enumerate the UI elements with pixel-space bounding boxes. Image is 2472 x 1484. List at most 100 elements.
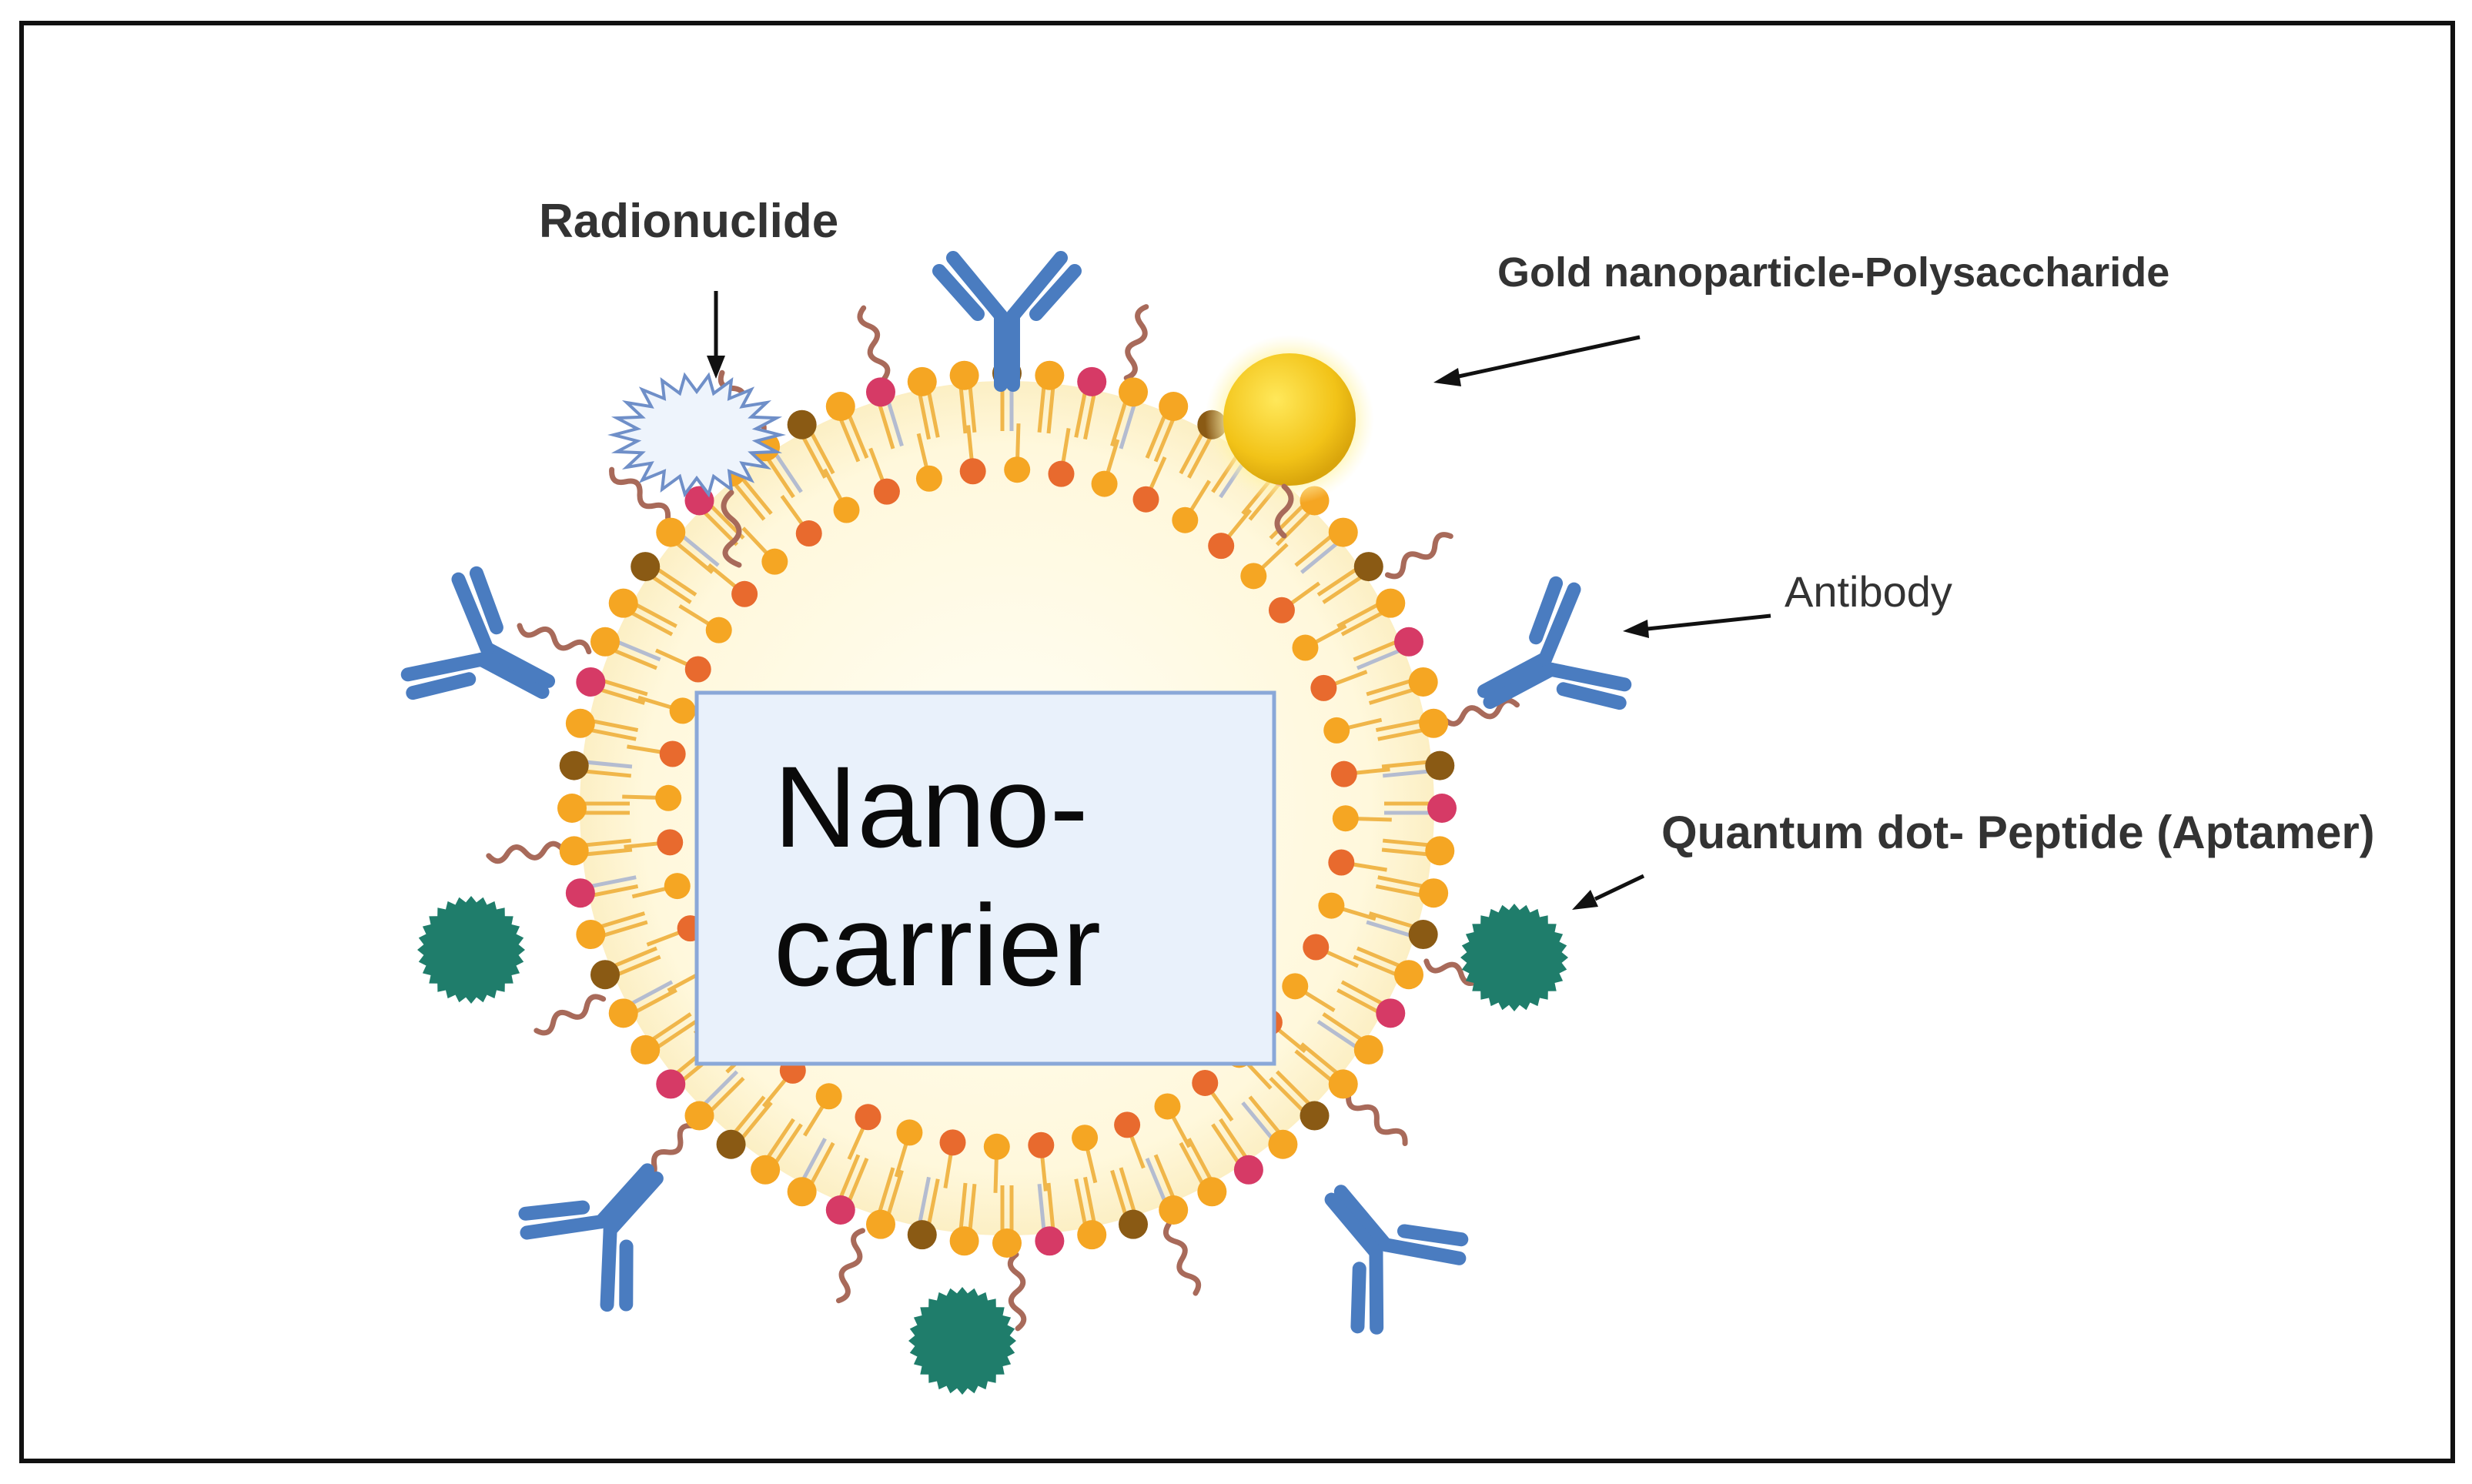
label-antibody: Antibody bbox=[1785, 567, 1952, 616]
quantum-dot-icon bbox=[1460, 904, 1568, 1011]
peptide-chain-icon bbox=[835, 1228, 865, 1304]
quantum-dots bbox=[417, 896, 1568, 1395]
lipid-head bbox=[1077, 366, 1107, 396]
lipid-head bbox=[1408, 667, 1438, 697]
lipid-head bbox=[576, 667, 606, 697]
lipid-head bbox=[907, 1220, 937, 1250]
antibody-stem bbox=[594, 1163, 654, 1229]
lipid-head bbox=[865, 377, 895, 407]
antibody-arm bbox=[1529, 576, 1564, 645]
antibody-arm bbox=[1544, 662, 1632, 692]
antibody-stem bbox=[1477, 651, 1553, 698]
antibody-icon bbox=[518, 1163, 664, 1312]
lipid-head bbox=[1240, 563, 1267, 590]
arrow-gold bbox=[1433, 335, 1641, 386]
arrow-quantum-dot bbox=[1572, 874, 1645, 910]
lipid-head bbox=[833, 496, 860, 523]
lipid-head bbox=[1197, 1177, 1227, 1207]
lipid-head bbox=[983, 1133, 1010, 1160]
lipid-head bbox=[656, 1069, 686, 1099]
lipid-head bbox=[1091, 470, 1118, 497]
lipid-head bbox=[1408, 920, 1438, 950]
lipid-head bbox=[1328, 517, 1358, 547]
lipid-head bbox=[1425, 836, 1455, 866]
lipid-head bbox=[559, 836, 589, 866]
lipid-head bbox=[1376, 998, 1406, 1028]
lipid-head bbox=[731, 580, 758, 607]
lipid-head bbox=[992, 1228, 1022, 1258]
lipid-head bbox=[815, 1083, 842, 1110]
lipid-head bbox=[608, 998, 638, 1028]
antibody-arm bbox=[451, 572, 494, 656]
lipid-head bbox=[873, 478, 900, 505]
lipid-head bbox=[1303, 934, 1330, 961]
lipid-head bbox=[1268, 597, 1295, 623]
antibody-stem bbox=[1333, 1185, 1393, 1252]
lipid-head bbox=[716, 1129, 746, 1159]
lipid-head bbox=[896, 1119, 923, 1146]
peptide-chain-icon bbox=[1384, 532, 1453, 580]
peptide-chain-icon bbox=[517, 623, 592, 655]
lipid-head bbox=[1323, 717, 1350, 744]
peptide-chain-icon bbox=[1162, 1222, 1202, 1296]
lipid-head bbox=[1328, 1069, 1358, 1099]
lipid-head bbox=[631, 1034, 661, 1065]
antibody-stem bbox=[1483, 662, 1558, 710]
antibody-arm bbox=[518, 1200, 590, 1221]
lipid-head bbox=[1004, 456, 1031, 483]
lipid-head bbox=[669, 697, 696, 724]
label-quantum-dot: Quantum dot- Peptide (Aptamer) bbox=[1661, 807, 2375, 858]
lipid-head bbox=[1376, 588, 1406, 618]
lipid-head bbox=[949, 1226, 979, 1256]
lipid-head bbox=[1318, 892, 1345, 919]
lipid-head bbox=[705, 617, 732, 643]
quantum-dot-icon bbox=[908, 1287, 1016, 1395]
lipid-head bbox=[825, 392, 855, 422]
lipid-head bbox=[949, 360, 979, 390]
lipid-head bbox=[1310, 674, 1337, 701]
lipid-head bbox=[590, 627, 621, 657]
lipid-head bbox=[608, 588, 638, 618]
lipid-head bbox=[684, 656, 711, 683]
lipid-head bbox=[1172, 506, 1199, 533]
lipid-head bbox=[1419, 708, 1449, 738]
antibody-stem bbox=[1324, 1192, 1383, 1260]
antibody-icon bbox=[932, 251, 1082, 392]
lipid-head bbox=[1330, 760, 1357, 787]
lipid-head bbox=[684, 1101, 714, 1131]
lipid-head bbox=[1077, 1220, 1107, 1250]
antibody-stem bbox=[480, 641, 556, 688]
antibody-stem bbox=[603, 1171, 664, 1237]
antibody-arm bbox=[520, 1215, 608, 1240]
lipid-head bbox=[559, 750, 589, 780]
lipid-head bbox=[865, 1209, 895, 1239]
lipid-head bbox=[1048, 460, 1075, 487]
lipid-head bbox=[1393, 960, 1423, 990]
lipid-head bbox=[1114, 1111, 1141, 1138]
lipid-head bbox=[1300, 1101, 1330, 1131]
lipid-head bbox=[631, 552, 661, 582]
antibody-arm bbox=[406, 672, 477, 700]
antibody-arm bbox=[1369, 1245, 1384, 1335]
lipid-head bbox=[1419, 878, 1449, 908]
lipid-head bbox=[959, 458, 986, 485]
lipid-head bbox=[565, 878, 595, 908]
lipid-head bbox=[655, 784, 682, 811]
lipid-head bbox=[1132, 486, 1159, 513]
lipid-head bbox=[1119, 1209, 1149, 1239]
nanocarrier-box: Nano- carrier bbox=[694, 690, 1276, 1066]
antibody-arm bbox=[400, 652, 489, 682]
peptide-chain-icon bbox=[857, 305, 891, 382]
antibody-icon bbox=[1477, 576, 1632, 710]
antibody-arm bbox=[932, 264, 985, 321]
lipid-head bbox=[657, 829, 684, 856]
lipid-head bbox=[795, 520, 822, 547]
antibody-arm bbox=[1378, 1238, 1467, 1265]
lipid-head bbox=[1192, 1069, 1219, 1096]
lipid-head bbox=[825, 1195, 855, 1225]
peptide-chain-icon bbox=[534, 994, 607, 1036]
radionuclide-icon bbox=[607, 372, 786, 498]
lipid-head bbox=[565, 708, 595, 738]
antibody-stem bbox=[474, 652, 550, 700]
